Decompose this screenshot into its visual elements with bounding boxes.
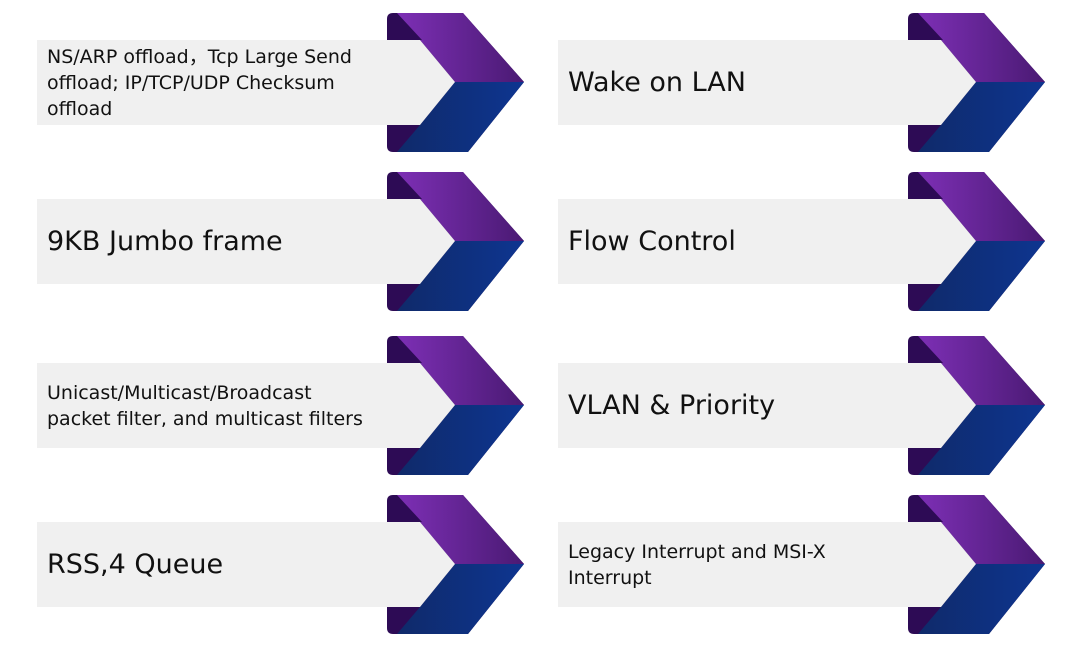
feature-label: Legacy Interrupt and MSI-X Interrupt <box>568 540 826 589</box>
feature-card: Wake on LAN <box>558 13 1048 153</box>
chevron-arrow-icon <box>37 172 524 311</box>
feature-card: NS/ARP offload，Tcp Large Send offload; I… <box>37 13 527 153</box>
chevron-arrow-icon <box>558 495 1045 634</box>
feature-card: RSS,4 Queue <box>37 495 527 635</box>
chevron-arrow-icon <box>37 336 524 475</box>
feature-label: Flow Control <box>568 226 736 257</box>
feature-label: Unicast/Multicast/Broadcast packet filte… <box>47 381 363 430</box>
chevron-arrow-icon <box>37 495 524 634</box>
chevron-arrow-icon <box>37 13 524 152</box>
feature-card: 9KB Jumbo frame <box>37 172 527 312</box>
feature-label: RSS,4 Queue <box>47 549 224 580</box>
feature-card: Unicast/Multicast/Broadcast packet filte… <box>37 336 527 476</box>
feature-label: Wake on LAN <box>568 67 746 98</box>
chevron-arrow-icon <box>558 336 1045 475</box>
feature-card: VLAN & Priority <box>558 336 1048 476</box>
chevron-arrow-icon <box>558 172 1045 311</box>
chevron-arrow-icon <box>558 13 1045 152</box>
feature-card: Legacy Interrupt and MSI-X Interrupt <box>558 495 1048 635</box>
feature-label: NS/ARP offload，Tcp Large Send offload; I… <box>47 45 352 120</box>
feature-label: 9KB Jumbo frame <box>47 226 283 257</box>
feature-card: Flow Control <box>558 172 1048 312</box>
feature-label: VLAN & Priority <box>568 390 776 421</box>
